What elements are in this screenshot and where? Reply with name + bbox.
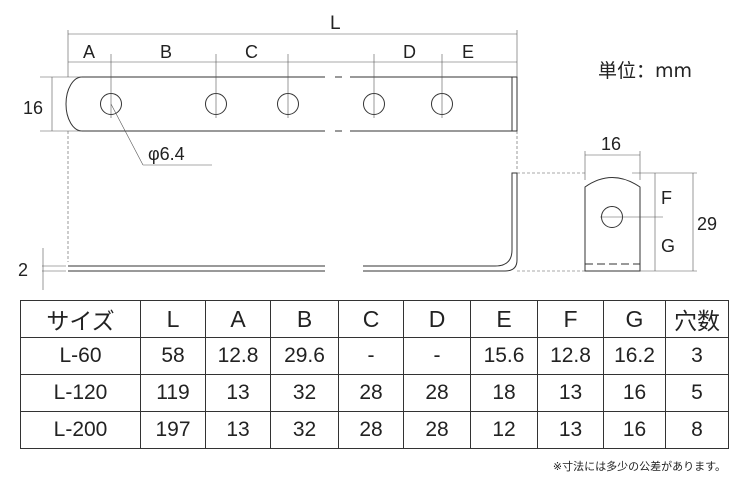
cell: -: [403, 337, 471, 375]
header-cell: D: [403, 300, 471, 338]
cell: 15.6: [470, 337, 538, 375]
header-cell: B: [270, 300, 339, 338]
cell: 16: [603, 411, 666, 449]
dim-F: F: [661, 188, 672, 208]
bracket-drawing: L A B C D E 16 φ6.4 2 16 F G 29: [18, 13, 717, 290]
header-cell: L: [140, 300, 206, 338]
header-cell: A: [205, 300, 271, 338]
cell: 5: [665, 374, 729, 412]
tolerance-note: ※寸法には多少の公差があります。: [552, 460, 726, 473]
cell: 18: [470, 374, 538, 412]
header-cell: C: [338, 300, 404, 338]
cell: L-120: [20, 374, 141, 412]
cell: 13: [205, 411, 271, 449]
cell: 12.8: [537, 337, 604, 375]
cell: 13: [205, 374, 271, 412]
plate-side-view: [68, 172, 518, 272]
header-cell: 穴数: [665, 300, 729, 338]
cell: 8: [665, 411, 729, 449]
dim-B: B: [160, 42, 172, 62]
cell: L-60: [20, 337, 141, 375]
dim-width: 16: [23, 98, 43, 118]
cell: -: [338, 337, 404, 375]
plate-end-view: [584, 177, 641, 272]
header-cell: E: [470, 300, 538, 338]
header-cell: G: [603, 300, 666, 338]
table-header-row: サイズ L A B C D E F G 穴数: [20, 300, 729, 338]
dim-G: G: [661, 236, 675, 256]
cell: 197: [140, 411, 206, 449]
plate-top-view: [65, 76, 518, 132]
dim-D: D: [403, 42, 416, 62]
cell: 119: [140, 374, 206, 412]
cell: 3: [665, 337, 729, 375]
cell: 12.8: [205, 337, 271, 375]
dim-side-height: 29: [697, 214, 717, 234]
header-cell: F: [537, 300, 604, 338]
dim-E: E: [462, 42, 474, 62]
header-cell: サイズ: [20, 300, 141, 338]
cell: 13: [537, 374, 604, 412]
dim-A: A: [83, 42, 95, 62]
cell: 58: [140, 337, 206, 375]
cell: 28: [338, 411, 404, 449]
hole-diameter: φ6.4: [148, 144, 185, 164]
holes: [100, 93, 453, 115]
cell: L-200: [20, 411, 141, 449]
cell: 28: [338, 374, 404, 412]
cell: 32: [270, 374, 339, 412]
cell: 12: [470, 411, 538, 449]
cell: 16: [603, 374, 666, 412]
unit-label: 単位：mm: [598, 60, 693, 82]
dim-thickness: 2: [18, 260, 28, 280]
cell: 29.6: [270, 337, 339, 375]
dim-C: C: [245, 42, 258, 62]
cell: 16.2: [603, 337, 666, 375]
dim-L: L: [330, 13, 341, 34]
cell: 13: [537, 411, 604, 449]
cell: 28: [403, 411, 471, 449]
cell: 28: [403, 374, 471, 412]
cell: 32: [270, 411, 339, 449]
dim-side-width: 16: [601, 134, 621, 154]
